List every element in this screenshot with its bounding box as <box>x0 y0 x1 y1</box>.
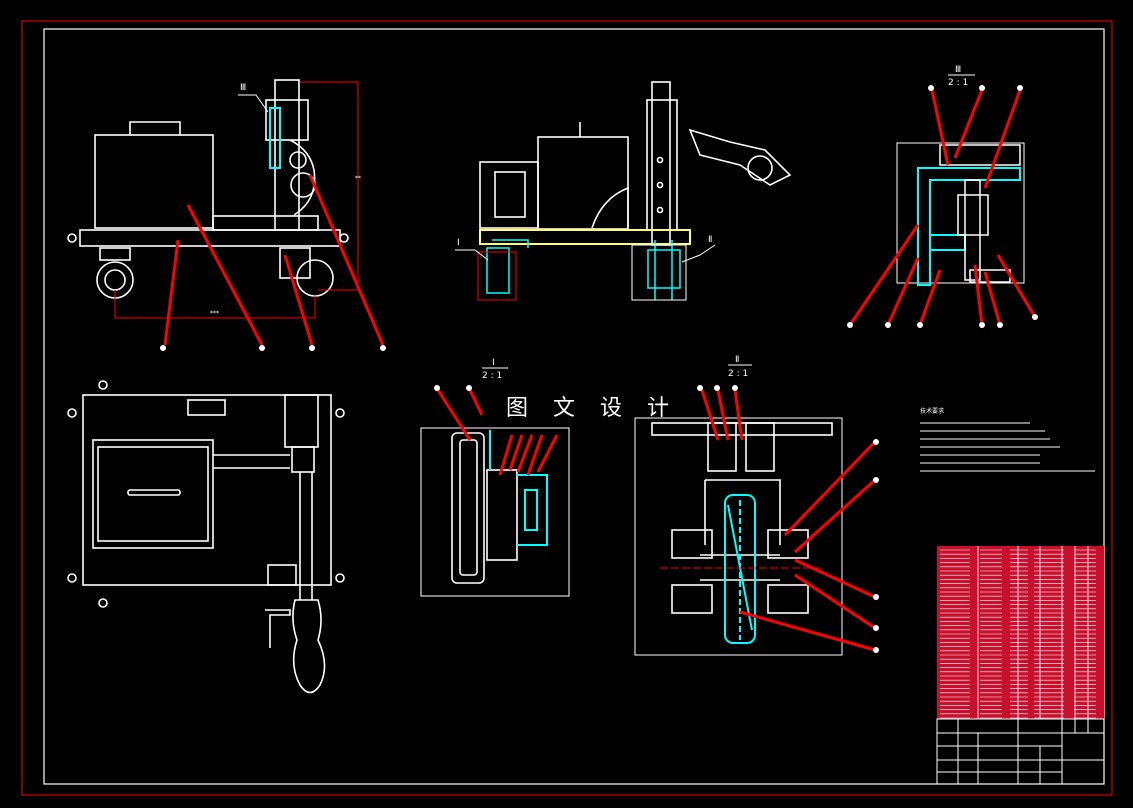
detail-III-scale: 2 : 1 <box>948 78 968 88</box>
detail-II-label: Ⅱ <box>735 355 739 365</box>
dimension-lines <box>114 81 359 319</box>
leader-lines-detail-I <box>436 389 559 476</box>
balloons-detail-II <box>697 385 879 653</box>
callout-label-I: Ⅰ <box>457 238 460 248</box>
watermark-text: 图 文 设 计 <box>506 396 678 421</box>
balloons-detail-I <box>434 385 472 391</box>
callout-label-III: Ⅲ <box>240 83 246 93</box>
detail-I-frame <box>420 427 570 597</box>
callout-label-II: Ⅱ <box>708 235 712 245</box>
leader-lines-detail-II <box>700 389 877 652</box>
parts-list-rows <box>940 549 1102 719</box>
detail-II-outline <box>651 422 833 614</box>
callout-leader-III <box>238 94 269 113</box>
wheel-assembly-II-small <box>647 240 681 300</box>
dimension-label: *** <box>210 310 219 317</box>
detail-I-hatch <box>489 430 548 546</box>
side-elevation-view <box>67 79 349 299</box>
detail-II-scale: 2 : 1 <box>728 369 748 379</box>
wheel-assembly-I-small <box>486 239 529 294</box>
frame-highlight <box>479 229 691 245</box>
title-block <box>936 718 1105 785</box>
parts-list-grid <box>977 546 1089 719</box>
leader-lines-view1 <box>163 174 385 346</box>
callout-leader-II <box>681 244 716 263</box>
balloons-view1 <box>160 345 386 351</box>
detail-III-outline <box>939 144 1021 283</box>
detail-box-II-small <box>631 244 687 301</box>
inner-border <box>43 28 1105 785</box>
detail-III-label: Ⅲ <box>955 65 961 75</box>
part-highlight-rail <box>269 107 281 169</box>
detail-I-label: Ⅰ <box>492 358 495 368</box>
outer-border <box>21 20 1113 796</box>
callout-leader-I <box>455 249 489 261</box>
leader-lines-detail-III <box>848 89 1037 326</box>
parts-list-background <box>937 546 1104 719</box>
detail-II-shaft <box>724 494 756 644</box>
notes-title: 技术要求 <box>920 407 944 415</box>
balloons-detail-III <box>847 85 1038 328</box>
front-elevation-view <box>479 81 792 246</box>
detail-box-I-small <box>477 251 517 301</box>
detail-I-scale: 2 : 1 <box>482 371 502 381</box>
dimension-label-vertical: ** <box>355 175 361 182</box>
plan-view <box>67 380 345 694</box>
notes-lines <box>920 422 1095 472</box>
